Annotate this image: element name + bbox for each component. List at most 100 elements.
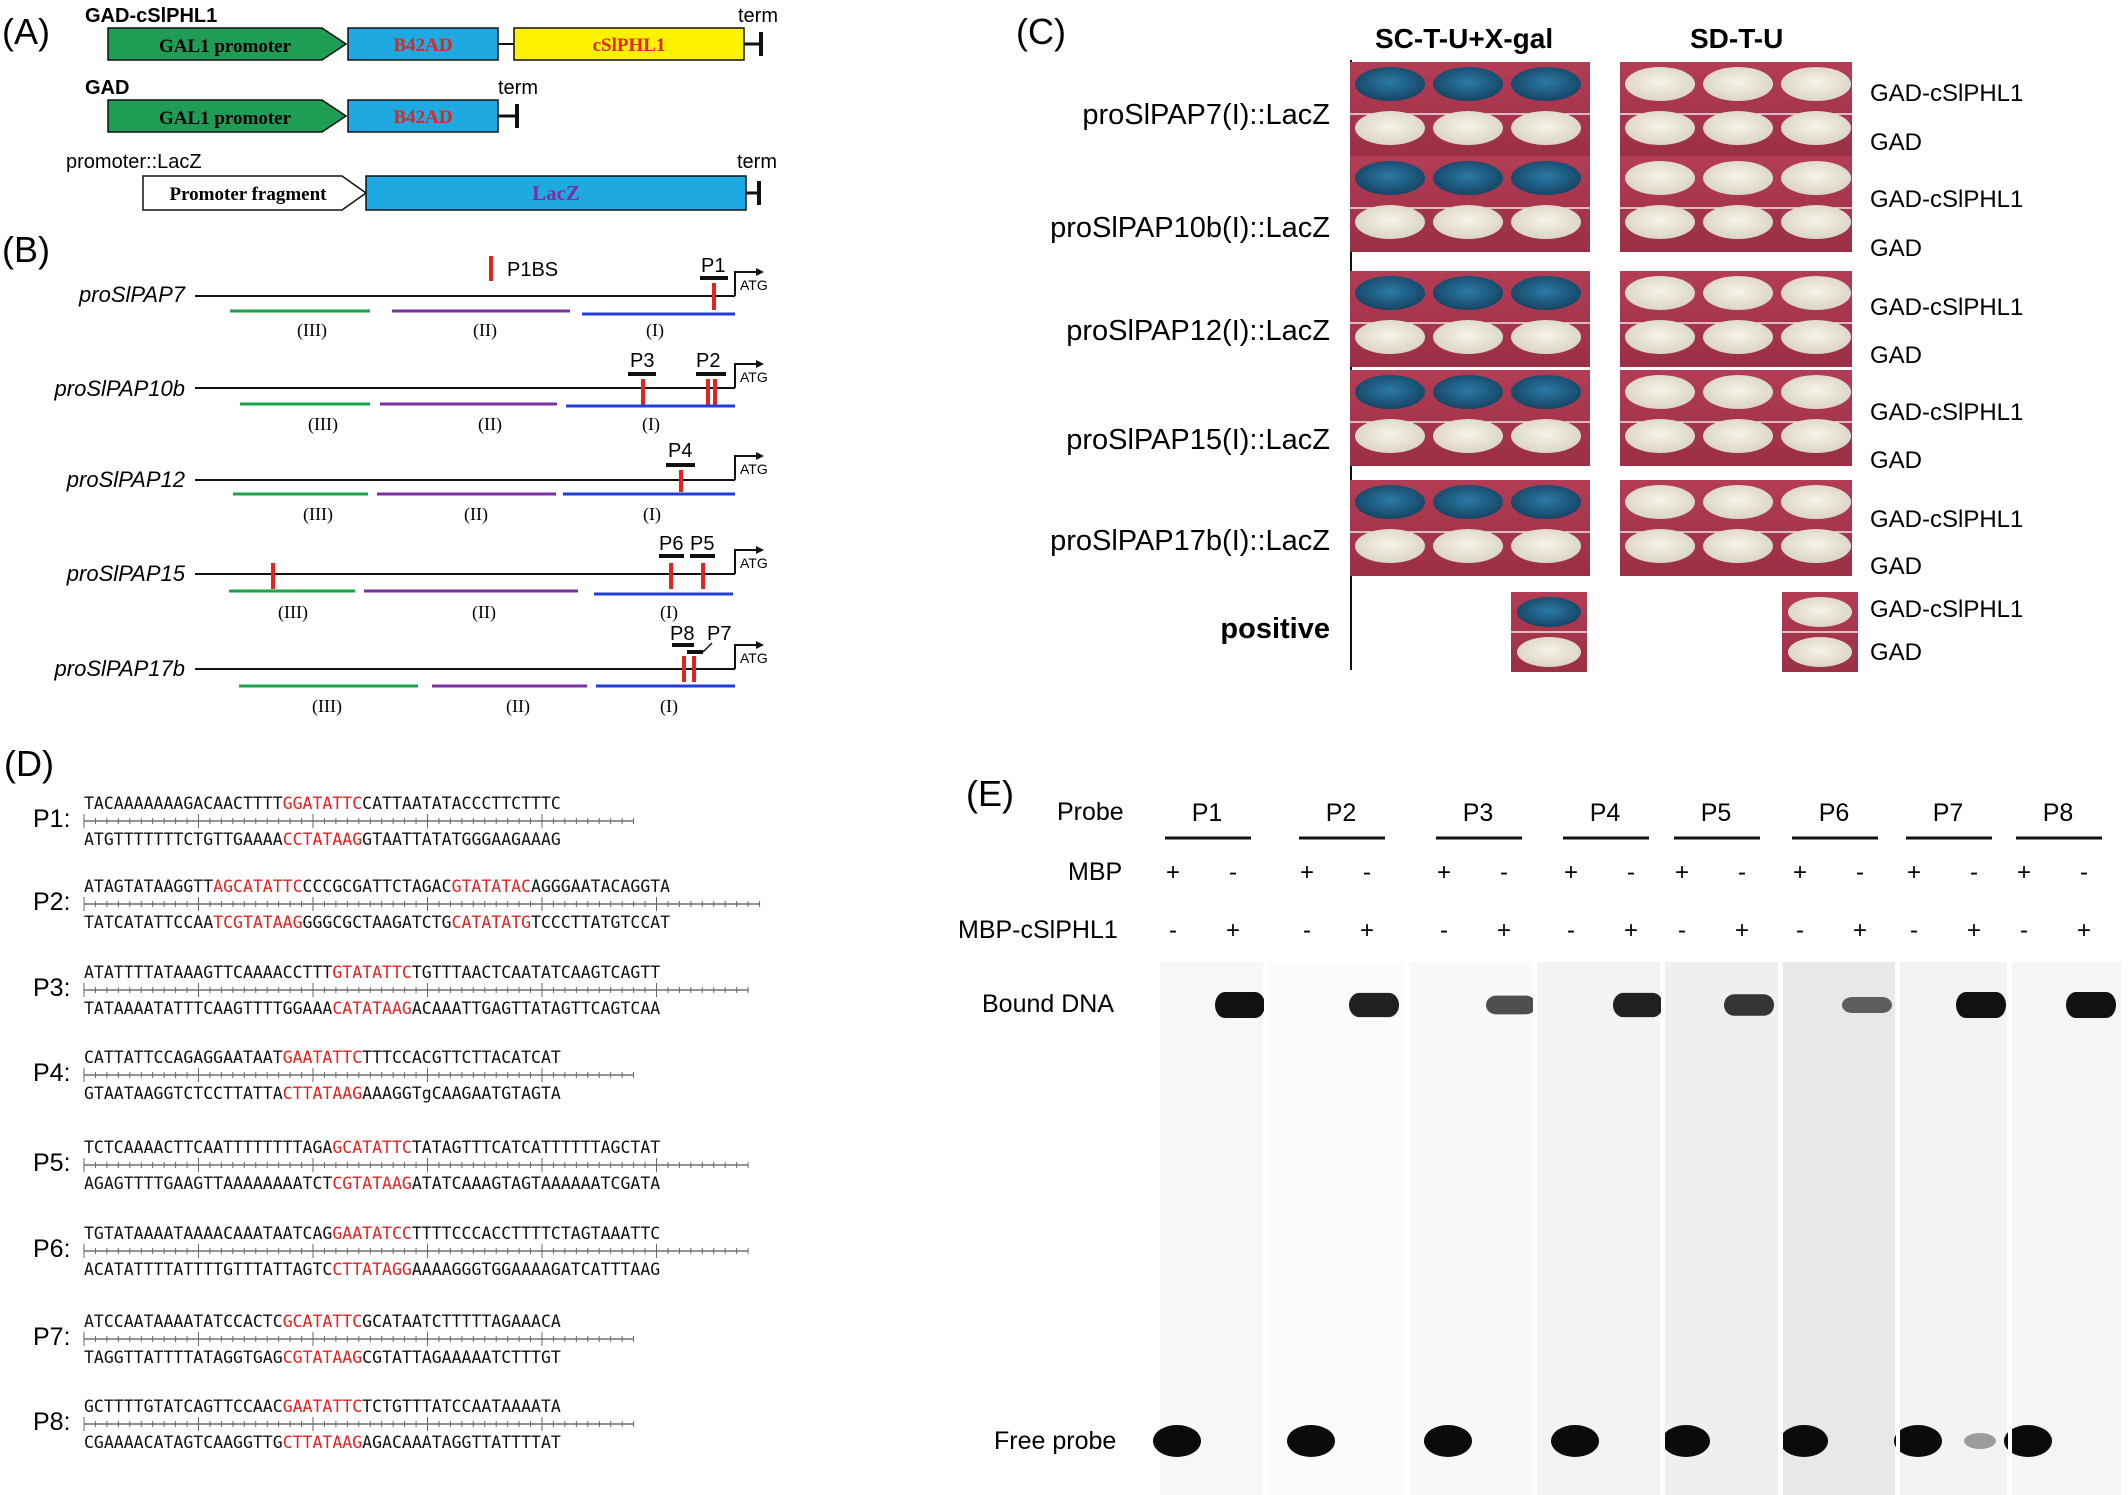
panel-d: (D) P1:TACAAAAAAAGACAACTTTTGGATATTCCATTA… (4, 743, 761, 1452)
p1bs-legend-label: P1BS (507, 259, 558, 281)
gel-probe-label: P8 (2043, 799, 2074, 827)
bottom-strand: ACATATTTTATTTTGTTTATTAGTCCTTATAGGAAAAGGG… (84, 1260, 660, 1279)
panel-e-label: (E) (966, 773, 1014, 814)
top-strand: ATATTTTATAAAGTTCAAAACCTTTGTATATTCTGTTTAA… (84, 963, 660, 982)
mbp-sign: - (2080, 859, 2088, 886)
right-label-gad-4: GAD (1870, 447, 1922, 474)
emsa-gel (1153, 962, 2121, 1495)
probe-seq-label: P2: (33, 888, 71, 916)
tss-arrow-pap7 (734, 271, 756, 296)
gel-lane-panel (1665, 962, 1778, 1495)
segment-label-ii-pap12: (II) (464, 504, 488, 525)
white-colony (1433, 529, 1503, 563)
gel-probe-label: P4 (1590, 799, 1621, 827)
right-label-gad-3: GAD (1870, 342, 1922, 369)
gel-probe-label: P5 (1701, 799, 1732, 827)
gel-probe-label: P6 (1819, 799, 1850, 827)
white-colony (1433, 111, 1503, 145)
row-label-pap17b: proSlPAP17b(I)::LacZ (1050, 525, 1330, 557)
blue-colony (1433, 485, 1503, 519)
white-colony (1703, 419, 1773, 453)
mbp-sign: + (1564, 859, 1578, 886)
probe-row-label: Probe (1057, 798, 1124, 826)
segment-label-ii-pap10b: (II) (478, 414, 502, 435)
gal1-promoter-arrow-1 (107, 27, 348, 61)
atg-label-pap17b: ATG (740, 650, 768, 666)
gel-probe-label: P3 (1463, 799, 1494, 827)
gel-lane-panel (1783, 962, 1895, 1495)
segment-label-i-pap15: (I) (660, 602, 678, 623)
bound-dna-band (1724, 994, 1774, 1016)
top-strand: TCTCAAAACTTCAATTTTTTTTAGAGCATATTCTATAGTT… (84, 1138, 660, 1157)
gel-lane-panel (1537, 962, 1660, 1495)
segment-label-iii-pap7: (III) (297, 320, 327, 341)
white-colony (1703, 320, 1773, 354)
bottom-strand: CGAAAACATAGTCAAGGTTGCTTATAAGAGACAAATAGGT… (84, 1433, 561, 1452)
segment-label-iii-pap12: (III) (303, 504, 333, 525)
mbp-cslphl1-sign: - (2020, 917, 2028, 944)
promoter-name-pap10b: proSlPAP10b (54, 376, 185, 401)
mbp-sign: + (1907, 859, 1921, 886)
white-colony (1355, 111, 1425, 145)
probe-label-p7: P7 (707, 623, 731, 645)
mbp-sign: - (1856, 859, 1864, 886)
bottom-strand: GTAATAAGGTCTCCTTATTACTTATAAGAAAGGTgCAAGA… (84, 1084, 561, 1103)
probe-seq-label: P8: (33, 1408, 71, 1436)
probe-label-p1: P1 (701, 255, 725, 277)
cslphl1-label: cSlPHL1 (593, 35, 666, 56)
white-colony (1625, 529, 1695, 563)
mbp-cslphl1-sign: + (1853, 917, 1867, 944)
top-strand: TGTATAAAATAAAACAAATAATCAGGAATATCCTTTTCCC… (84, 1224, 660, 1243)
top-strand: ATAGTATAAGGTTAGCATATTCCCCGCGATTCTAGACGTA… (84, 877, 670, 896)
panel-b-label: (B) (2, 229, 50, 270)
lacz-label: LacZ (532, 181, 580, 205)
top-strand: TACAAAAAAAGACAACTTTTGGATATTCCATTAATATACC… (84, 794, 561, 813)
row-label-pap15: proSlPAP15(I)::LacZ (1066, 424, 1330, 456)
term-label-3: term (737, 151, 777, 173)
bound-dna-band (1613, 992, 1663, 1018)
gal1-promoter-arrow-2 (107, 99, 348, 133)
white-colony (1355, 529, 1425, 563)
mbp-cslphl1-sign: + (1497, 917, 1511, 944)
cslphl1-box (513, 27, 745, 61)
gel-probe-label: P1 (1192, 799, 1223, 827)
right-label-gad-cslphl1-6: GAD-cSlPHL1 (1870, 596, 2023, 623)
mbp-cslphl1-sign: + (1735, 917, 1749, 944)
blue-colony (1511, 276, 1581, 310)
promoter-name-pap15: proSlPAP15 (66, 561, 186, 586)
lacz-box (365, 175, 747, 211)
white-colony (1781, 419, 1851, 453)
mbp-cslphl1-sign: + (1226, 917, 1240, 944)
bottom-strand: TATCATATTCCAATCGTATAAGGGGCGCTAAGATCTGCAT… (84, 913, 670, 932)
mbp-sign: - (1627, 859, 1635, 886)
segment-label-i-pap7: (I) (646, 320, 664, 341)
right-label-gad-cslphl1-2: GAD-cSlPHL1 (1870, 186, 2023, 213)
mbp-sign: - (1500, 859, 1508, 886)
white-colony (1511, 320, 1581, 354)
probe-seq-label: P3: (33, 974, 71, 1002)
mbp-cslphl1-sign: - (1440, 917, 1448, 944)
blue-colony (1511, 67, 1581, 101)
white-colony (1781, 485, 1851, 519)
white-colony (1433, 320, 1503, 354)
bound-dna-band (1842, 996, 1892, 1014)
blue-colony (1511, 485, 1581, 519)
b42ad-box-2 (347, 99, 499, 133)
mbp-cslphl1-sign: + (2077, 917, 2091, 944)
white-colony (1625, 485, 1695, 519)
promoter-name-pap17b: proSlPAP17b (54, 656, 185, 681)
atg-label-pap15: ATG (740, 555, 768, 571)
segment-label-iii-pap15: (III) (278, 602, 308, 623)
bound-dna-band (1486, 995, 1536, 1015)
white-colony (1355, 320, 1425, 354)
segment-label-iii-pap17b: (III) (312, 696, 342, 717)
white-colony (1781, 205, 1851, 239)
gal1-promoter-label-2: GAL1 promoter (159, 108, 292, 129)
panel-c-label: (C) (1016, 11, 1066, 52)
white-colony (1781, 111, 1851, 145)
mbp-sign: + (1166, 859, 1180, 886)
bottom-strand: TATAAAATATTTCAAGTTTTGGAAACATATAAGACAAATT… (84, 999, 660, 1018)
blue-colony (1355, 276, 1425, 310)
plate-grid (1350, 62, 1858, 672)
white-colony (1355, 419, 1425, 453)
